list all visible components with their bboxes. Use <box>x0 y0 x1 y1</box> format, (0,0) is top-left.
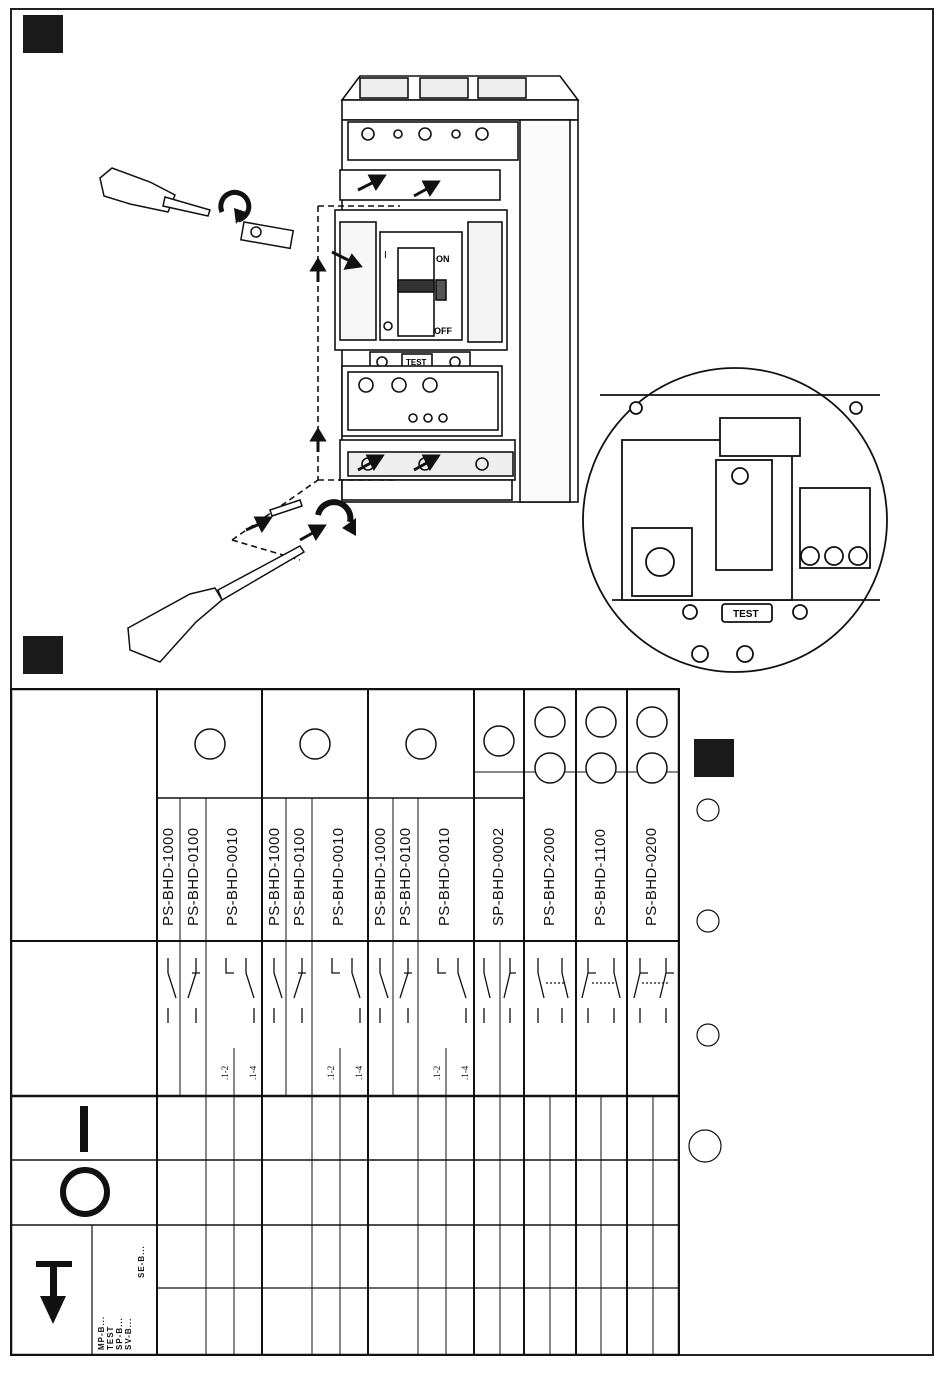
terminal-label-2: .1-4 <box>248 1066 258 1080</box>
breaker-illustration: ON OFF I TEST TEST <box>0 0 950 690</box>
off-symbol <box>63 1170 107 1214</box>
test-button-label: TEST <box>406 358 427 367</box>
detail-test-label: TEST <box>733 609 759 620</box>
terminal-label-1: .1-2 <box>220 1066 230 1080</box>
terminal-label-4: .1-4 <box>354 1066 364 1080</box>
contact-table: PS-BHD-1000 PS-BHD-0100 PS-BHD-0010 PS-B… <box>10 688 680 1356</box>
col-code-4: PS-BHD-1000 <box>266 828 283 926</box>
table-grid <box>10 688 680 1356</box>
col-code-2: PS-BHD-0100 <box>185 828 202 926</box>
switch-on-label: ON <box>436 254 450 264</box>
legend-mp: MP-B... <box>98 1316 106 1350</box>
terminal-label-6: .1-4 <box>460 1066 470 1080</box>
trip-symbol <box>36 1261 72 1324</box>
legend-test: TEST <box>107 1326 115 1350</box>
switch-off-label: OFF <box>434 326 452 336</box>
terminal-label-5: .1-2 <box>432 1066 442 1080</box>
col-code-11: PS-BHD-2000 <box>541 828 558 926</box>
col-code-10: SP-BHD-0002 <box>490 828 507 926</box>
on-symbol <box>80 1106 88 1152</box>
col-code-13: PS-BHD-0200 <box>643 828 660 926</box>
right-legend-circles <box>684 780 744 1170</box>
col-code-3: PS-BHD-0010 <box>224 828 241 926</box>
col-code-12: PS-BHD-1100 <box>592 829 609 926</box>
col-code-1: PS-BHD-1000 <box>160 828 177 926</box>
col-code-9: PS-BHD-0010 <box>436 828 453 926</box>
col-code-5: PS-BHD-0100 <box>291 828 308 926</box>
col-code-7: PS-BHD-1000 <box>372 828 389 926</box>
col-code-6: PS-BHD-0010 <box>330 828 347 926</box>
switch-i-label: I <box>384 250 387 261</box>
legend-sv: SV-B... <box>125 1318 133 1350</box>
col-code-8: PS-BHD-0100 <box>397 828 414 926</box>
terminal-label-3: .1-2 <box>326 1066 336 1080</box>
step-marker-3 <box>694 739 734 777</box>
legend-sp: SP-B... <box>116 1317 124 1350</box>
legend-se: SE-B... <box>138 1245 146 1278</box>
